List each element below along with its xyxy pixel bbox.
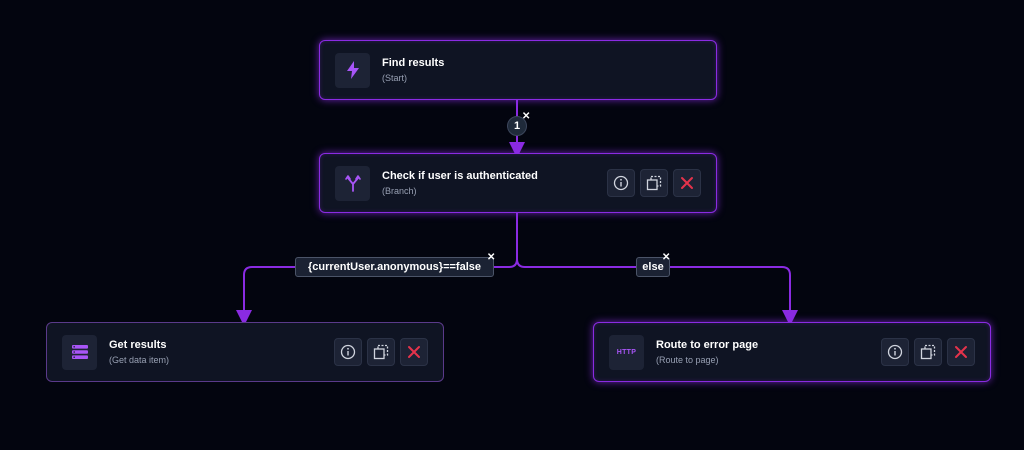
- branch-condition-label-true[interactable]: {currentUser.anonymous}==false: [295, 257, 494, 277]
- remove-connector-icon[interactable]: ✕: [522, 111, 531, 122]
- node-find-results[interactable]: Find results (Start): [319, 40, 717, 100]
- branch-condition-label-else[interactable]: else: [636, 257, 670, 277]
- remove-condition-icon[interactable]: ✕: [487, 252, 496, 263]
- remove-condition-icon[interactable]: ✕: [662, 252, 671, 263]
- duplicate-icon: [646, 175, 662, 191]
- duplicate-button[interactable]: [640, 169, 668, 197]
- database-icon: [62, 334, 97, 370]
- branch-icon: [335, 165, 370, 201]
- info-button[interactable]: [881, 338, 909, 366]
- info-button[interactable]: [334, 338, 362, 366]
- connector-count-badge[interactable]: 1: [507, 116, 527, 136]
- duplicate-icon: [373, 344, 389, 360]
- lightning-icon: [335, 52, 370, 88]
- duplicate-button[interactable]: [367, 338, 395, 366]
- node-title: Find results: [382, 57, 445, 69]
- duplicate-button[interactable]: [914, 338, 942, 366]
- info-icon: [887, 344, 903, 360]
- delete-icon: [408, 346, 420, 358]
- info-icon: [340, 344, 356, 360]
- node-title: Check if user is authenticated: [382, 170, 538, 182]
- info-button[interactable]: [607, 169, 635, 197]
- node-type: (Start): [382, 73, 408, 83]
- node-type: (Branch): [382, 186, 417, 196]
- node-type: (Get data item): [109, 355, 170, 365]
- node-type: (Route to page): [656, 355, 719, 365]
- http-icon: HTTP: [609, 334, 644, 370]
- node-check-user-authenticated[interactable]: Check if user is authenticated (Branch): [319, 153, 717, 213]
- delete-button[interactable]: [673, 169, 701, 197]
- delete-icon: [681, 177, 693, 189]
- node-route-to-error-page[interactable]: HTTP Route to error page (Route to page): [593, 322, 991, 382]
- duplicate-icon: [920, 344, 936, 360]
- delete-icon: [955, 346, 967, 358]
- node-title: Get results: [109, 339, 167, 351]
- node-get-results[interactable]: Get results (Get data item): [46, 322, 444, 382]
- delete-button[interactable]: [400, 338, 428, 366]
- node-title: Route to error page: [656, 339, 759, 351]
- delete-button[interactable]: [947, 338, 975, 366]
- info-icon: [613, 175, 629, 191]
